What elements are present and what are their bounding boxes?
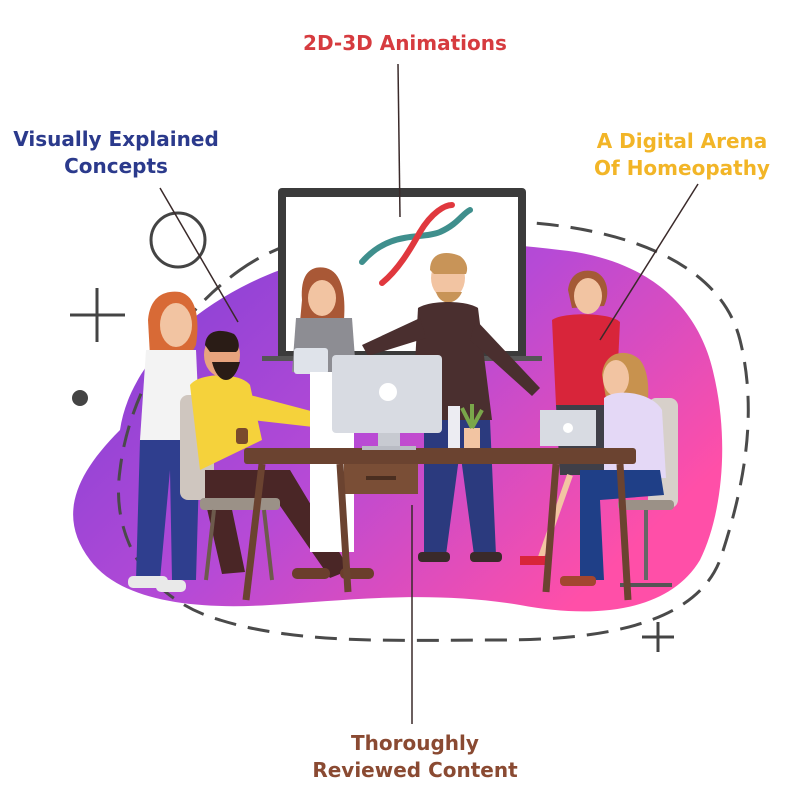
label-digital-arena-homeopathy: A Digital Arena Of Homeopathy: [582, 128, 782, 182]
desktop-computer: [332, 355, 442, 450]
label-2d-3d-animations: 2D-3D Animations: [260, 30, 550, 57]
leader-visual: [159, 187, 239, 323]
label-arena-line2: Of Homeopathy: [594, 156, 770, 180]
plus-icon-left: [70, 288, 125, 342]
label-visually-explained-concepts: Visually Explained Concepts: [0, 126, 232, 180]
leader-lines: [159, 63, 699, 724]
leader-arena: [599, 183, 699, 341]
leader-animations: [397, 63, 401, 218]
laptop: [540, 410, 596, 446]
label-arena-line1: A Digital Arena: [596, 129, 768, 153]
dot-shape: [72, 390, 88, 406]
apple-logo-icon: [379, 383, 397, 401]
wave-red: [379, 202, 455, 286]
outline-circle: [149, 211, 207, 269]
label-visual-line2: Concepts: [64, 154, 168, 178]
plant-pot: [460, 404, 484, 448]
desk: [242, 448, 636, 601]
label-visual-line1: Visually Explained: [13, 127, 219, 151]
label-2d-3d-animations-text: 2D-3D Animations: [303, 31, 507, 55]
cup: [448, 406, 460, 448]
wave-teal: [359, 207, 473, 265]
label-reviewed-line2: Reviewed Content: [312, 758, 518, 782]
label-thoroughly-reviewed-content: Thoroughly Reviewed Content: [280, 730, 550, 784]
plus-icon-right: [642, 622, 674, 652]
label-reviewed-line1: Thoroughly: [351, 731, 479, 755]
dashed-outline: [117, 217, 750, 642]
